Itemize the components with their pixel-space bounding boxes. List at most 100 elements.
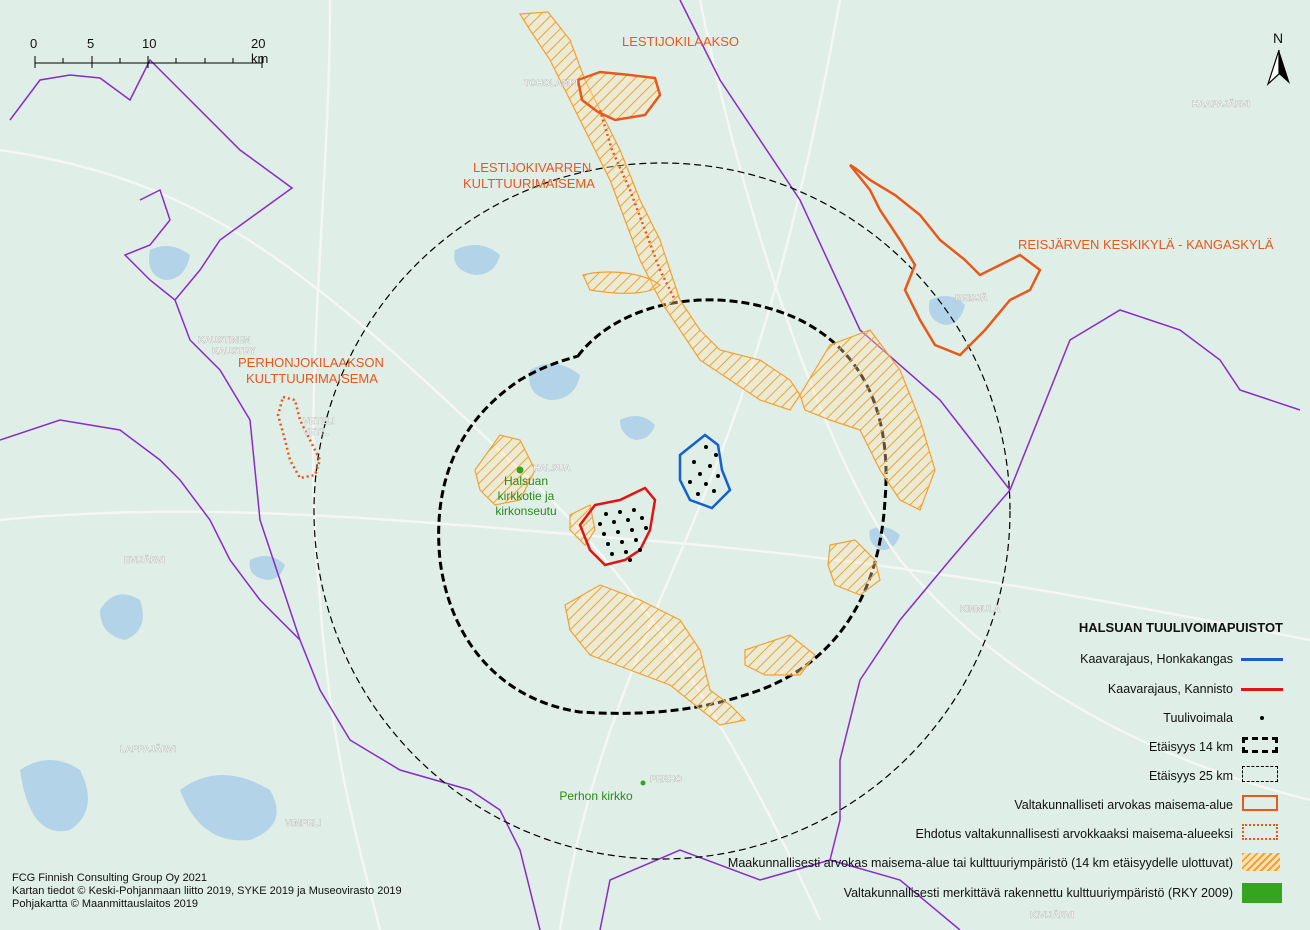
legend-label: Valtakunnalliseti arvokas maisema-alue	[1014, 798, 1233, 812]
wind-turbine-dot	[620, 540, 624, 544]
label-halsuan-2: kirkkotie ja	[498, 489, 555, 503]
credits-line-2: Kartan tiedot © Keski-Pohjanmaan liitto …	[12, 885, 402, 897]
label-lestijokilaakso: LESTIJOKILAAKSO	[622, 34, 739, 49]
wind-turbine-dot	[640, 516, 644, 520]
lakes	[20, 245, 965, 841]
legend-label: Kaavarajaus, Honkakangas	[1080, 652, 1233, 666]
north-letter: N	[1273, 30, 1284, 46]
wind-turbine-dot	[714, 453, 718, 457]
legend-label: Etäisyys 25 km	[1148, 769, 1233, 783]
wind-turbine-dot	[696, 492, 700, 496]
map-credits: FCG Finnish Consulting Group Oy 2021 Kar…	[12, 872, 402, 911]
wind-turbine-dot	[602, 532, 606, 536]
label-kulttuurimaisema-2: KULTTUURIMAISEMA	[246, 371, 378, 386]
legend-title: HALSUAN TUULIVOIMAPUISTOT	[1078, 620, 1283, 635]
place-label-halsua: HALSUA	[533, 463, 571, 473]
wind-turbine-dot	[626, 518, 630, 522]
scale-tick-0: 0	[30, 36, 38, 51]
wind-turbine-dot	[644, 526, 648, 530]
scale-bar-graphic	[34, 56, 263, 68]
legend-item-14km: Etäisyys 14 km	[1149, 734, 1283, 760]
place-label-vetil: VETIL	[303, 427, 329, 437]
wind-turbine-dot	[638, 548, 642, 552]
national-landscape-areas	[576, 70, 1042, 357]
proposed-national-landscape-areas	[276, 109, 677, 480]
wind-turbine-dot	[716, 474, 720, 478]
place-labels: TOHOLAMPI HAAPAJÄRVI REISJÄ KAUSTINEN KA…	[120, 78, 1250, 920]
wind-turbine-dot	[624, 550, 628, 554]
legend-item-provincial-landscape: Maakunnallisesti arvokas maisema-alue ta…	[728, 850, 1283, 876]
legend-swatch-green	[1241, 882, 1283, 904]
wind-turbine-dot	[688, 480, 692, 484]
kannisto-boundary	[578, 486, 657, 567]
wind-turbine-dot	[604, 512, 608, 516]
label-kulttuurimaisema-1: KULTTUURIMAISEMA	[463, 176, 595, 191]
place-label-lappajarvi: LAPPAJÄRVI	[120, 744, 176, 754]
rky-labels: Halsuan kirkkotie ja kirkonseutu Perhon …	[495, 474, 633, 803]
wind-turbine-dot	[634, 538, 638, 542]
legend-swatch-blue-line	[1241, 648, 1283, 670]
place-label-reisjarvi: REISJÄ	[955, 293, 988, 303]
scale-tick-10: 10	[142, 36, 157, 51]
label-perhonjokilaakson: PERHONJOKILAAKSON	[238, 355, 384, 370]
wind-turbine-dot	[598, 522, 602, 526]
place-label-vimpeli: VIMPELI	[285, 818, 321, 828]
place-label-veteli: VETELI	[303, 416, 335, 426]
north-arrow: N	[1266, 30, 1292, 90]
scale-tick-20: 20 km	[251, 36, 269, 66]
label-halsuan-3: kirkonseutu	[495, 504, 556, 518]
place-label-kinnula: KINNULA	[960, 604, 1001, 614]
legend-item-kannisto: Kaavarajaus, Kannisto	[1108, 676, 1283, 702]
wind-turbine-dot	[628, 558, 632, 562]
wind-turbine-dot	[618, 510, 622, 514]
legend: HALSUAN TUULIVOIMAPUISTOT Kaavarajaus, H…	[728, 612, 1295, 912]
wind-turbine-dot	[704, 445, 708, 449]
scale-bar: 0 5 10 20 km	[30, 36, 280, 76]
legend-item-honkakangas: Kaavarajaus, Honkakangas	[1080, 646, 1283, 672]
place-label-perho: PERHO	[650, 774, 682, 784]
north-arrow-icon	[1266, 49, 1290, 86]
legend-label: Kaavarajaus, Kannisto	[1107, 682, 1233, 696]
wind-turbine-dot	[606, 542, 610, 546]
scale-tick-5: 5	[87, 36, 95, 51]
provincial-landscape-areas	[474, 11, 936, 726]
legend-label: Tuulivoimala	[1163, 711, 1233, 725]
wind-turbine-dot	[692, 460, 696, 464]
wind-turbines	[598, 445, 720, 562]
distance-14km-ring	[437, 298, 888, 715]
legend-swatch-hatch	[1241, 852, 1283, 874]
legend-item-proposed-landscape: Ehdotus valtakunnallisesti arvokkaaksi m…	[915, 821, 1283, 847]
legend-swatch-orange-dotted	[1241, 823, 1283, 845]
legend-swatch-thin-dashed	[1241, 765, 1283, 787]
legend-item-national-landscape: Valtakunnalliseti arvokas maisema-alue	[1014, 792, 1283, 818]
label-perhon-kirkko: Perhon kirkko	[559, 789, 633, 803]
wind-turbine-dot	[610, 552, 614, 556]
region-labels: LESTIJOKILAAKSO LESTIJOKIVARREN KULTTUUR…	[238, 34, 1274, 386]
label-lestijokivarren: LESTIJOKIVARREN	[473, 160, 591, 175]
credits-line-3: Pohjakartta © Maanmittauslaitos 2019	[12, 898, 199, 910]
label-reisjarven: REISJÄRVEN KESKIKYLÄ - KANGASKYLÄ	[1018, 237, 1274, 252]
legend-swatch-orange-solid	[1241, 794, 1283, 816]
place-label-evijarvi: EVIJÄRVI	[124, 555, 165, 565]
legend-item-25km: Etäisyys 25 km	[1149, 763, 1283, 789]
place-label-toholampi: TOHOLAMPI	[524, 78, 578, 88]
place-label-kivijarvi: KIVIJÄRVI	[1030, 910, 1074, 920]
legend-item-rky: Valtakunnallisesti merkittävä rakennettu…	[844, 880, 1283, 906]
rky-marker-perho	[640, 780, 646, 786]
place-label-kaustinen: KAUSTINEN	[198, 335, 251, 345]
wind-turbine-dot	[704, 482, 708, 486]
rky-marker-halsua	[516, 466, 524, 474]
label-halsuan-1: Halsuan	[504, 474, 548, 488]
wind-turbine-dot	[630, 528, 634, 532]
legend-swatch-thick-dashed	[1241, 736, 1283, 758]
credits-line-1: FCG Finnish Consulting Group Oy 2021	[12, 872, 208, 884]
wind-turbine-dot	[632, 508, 636, 512]
legend-swatch-red-line	[1241, 678, 1283, 700]
place-label-kaustby: KAUSTBY	[212, 346, 256, 356]
legend-item-turbine: Tuulivoimala	[1163, 705, 1283, 731]
wind-turbine-dot	[698, 472, 702, 476]
